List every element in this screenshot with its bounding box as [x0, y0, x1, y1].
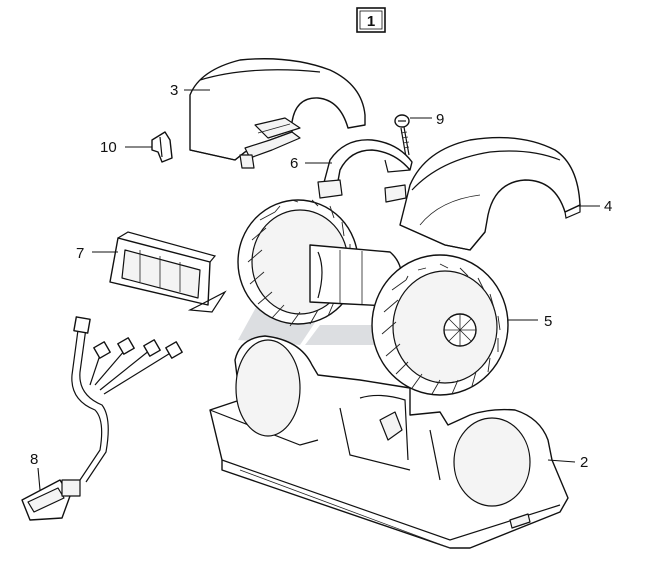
part-10-clip [151, 131, 173, 163]
part-2-lower-housing [209, 335, 569, 549]
part-8-wiring-harness [21, 316, 183, 521]
part-3-upper-housing-left [189, 58, 366, 169]
callout-labels: 3 10 6 9 4 7 5 2 8 [30, 82, 612, 471]
leader-lines [37, 89, 600, 491]
callout-3: 3 [170, 82, 178, 99]
part-7-resistor-frame [109, 231, 227, 313]
callout-10: 10 [100, 139, 117, 156]
callout-2: 2 [580, 454, 588, 471]
badge-label: 1 [367, 13, 375, 30]
callout-6: 6 [290, 155, 298, 172]
part-4-upper-housing-right [399, 136, 581, 251]
callout-4: 4 [604, 198, 612, 215]
callout-5: 5 [544, 313, 552, 330]
part-9-screw [394, 114, 410, 158]
part-6-motor-bracket [317, 139, 413, 203]
callout-7: 7 [76, 245, 84, 262]
callout-8: 8 [30, 451, 38, 468]
callout-9: 9 [436, 111, 444, 128]
part-5-blower-motor-fans [237, 199, 509, 396]
figure-badge: 1 [356, 7, 386, 33]
